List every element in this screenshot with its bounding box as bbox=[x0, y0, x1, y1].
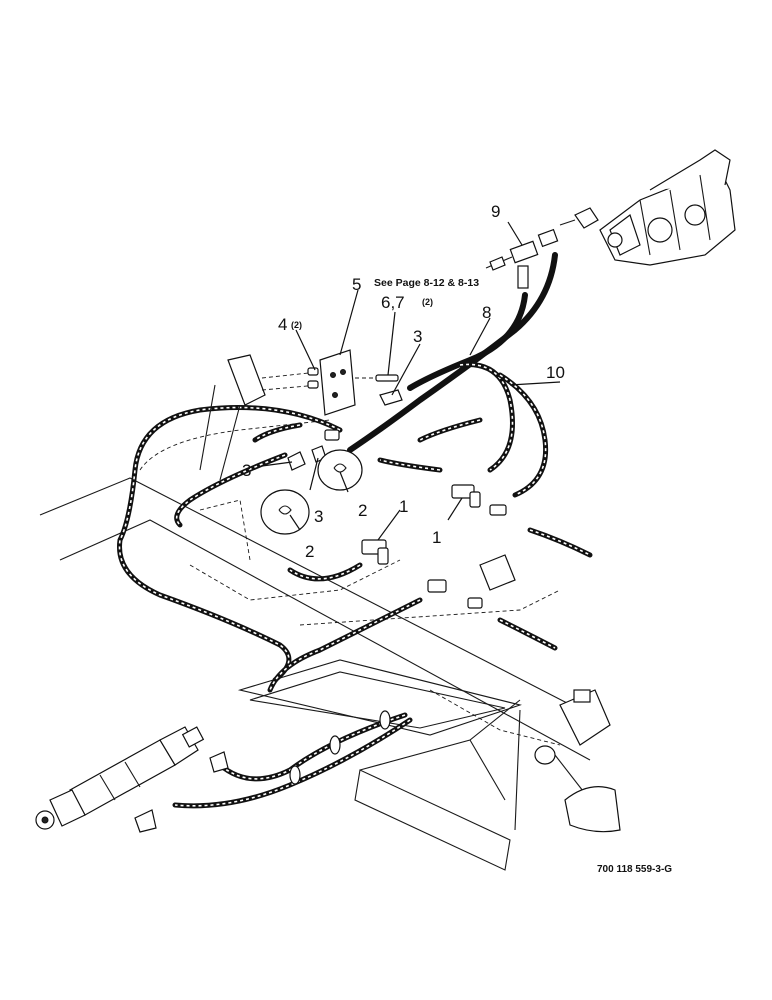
callout-3-top: 3 bbox=[413, 327, 422, 346]
callout-2-lower: 2 bbox=[305, 542, 314, 561]
hoses bbox=[117, 252, 593, 809]
bracket-5 bbox=[319, 349, 356, 416]
tee-fitting-1-right bbox=[451, 484, 507, 516]
callout-6-7: 6,7 bbox=[381, 293, 405, 312]
pump-assembly bbox=[559, 149, 736, 266]
callout-4: 4 bbox=[278, 315, 287, 334]
valve-block-right bbox=[427, 554, 516, 609]
swivel-fittings-3 bbox=[287, 429, 340, 471]
callout-9: 9 bbox=[491, 202, 500, 221]
fittings-4-6-7 bbox=[307, 367, 403, 406]
callout-labels: 9 5 See Page 8-12 & 8-13 6,7 (2) 8 4 (2)… bbox=[242, 202, 672, 875]
callout-4-qty: (2) bbox=[291, 320, 302, 330]
leader-lines bbox=[261, 221, 561, 541]
drawing-number: 700 118 559-3-G bbox=[597, 864, 672, 875]
see-page-note: See Page 8-12 & 8-13 bbox=[374, 277, 479, 289]
callout-5: 5 bbox=[352, 275, 361, 294]
lower-valve-assembly bbox=[534, 689, 621, 833]
callout-1-right: 1 bbox=[432, 528, 441, 547]
callout-8: 8 bbox=[482, 303, 491, 322]
left-bracket bbox=[199, 354, 319, 481]
disc-2-upper bbox=[317, 449, 363, 491]
callout-6-7-qty: (2) bbox=[422, 297, 433, 307]
tee-fitting-9 bbox=[485, 228, 559, 289]
callout-2-upper: 2 bbox=[358, 501, 367, 520]
hose-clamps bbox=[289, 710, 391, 785]
hydraulic-cylinder bbox=[35, 726, 229, 833]
callout-10: 10 bbox=[546, 363, 565, 382]
disc-2-lower bbox=[260, 489, 310, 535]
callout-3-left: 3 bbox=[242, 461, 251, 480]
callout-1-center: 1 bbox=[399, 497, 408, 516]
tee-fitting-1-center bbox=[361, 539, 389, 565]
machine-frame-outline bbox=[39, 419, 601, 871]
callout-3-bottom: 3 bbox=[314, 507, 323, 526]
